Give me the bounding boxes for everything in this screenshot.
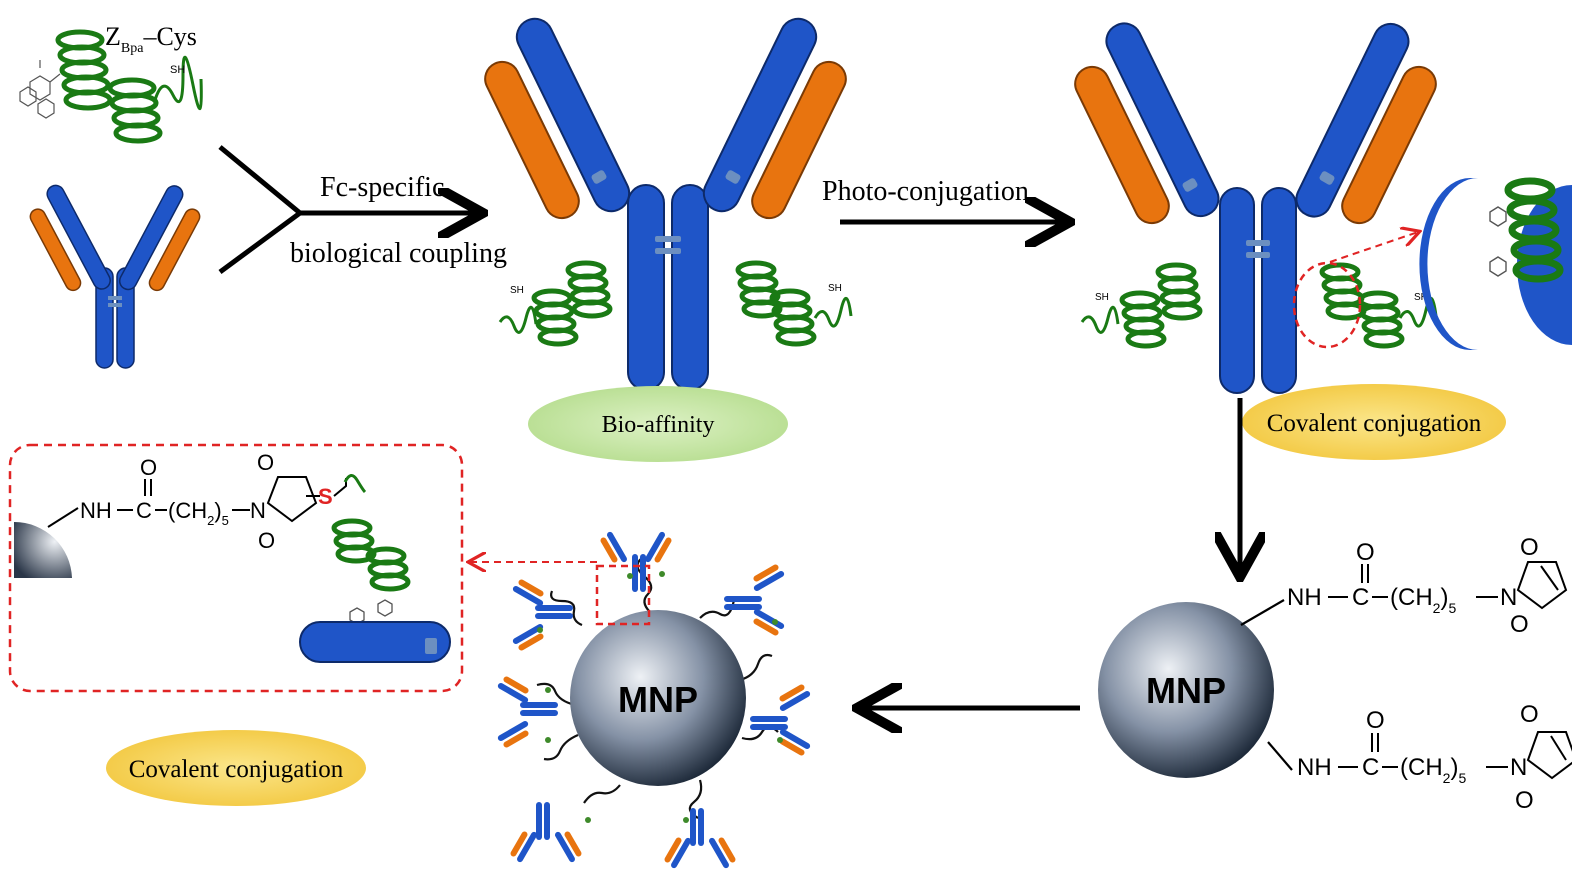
merge-arrow [218, 145, 478, 275]
svg-text:(CH2)5: (CH2)5 [168, 498, 229, 528]
tether-lower [1267, 741, 1293, 771]
z-covalent-right [1319, 262, 1438, 349]
covalent-top-label: Covalent conjugation [1267, 410, 1482, 437]
svg-text:C: C [1352, 584, 1369, 611]
svg-text:NH: NH [80, 498, 112, 523]
mini-antibody [664, 808, 736, 869]
svg-text:S: S [318, 484, 333, 509]
z-covalent-left-sh: SH [1095, 292, 1109, 303]
zoom-pointer-top [1329, 232, 1418, 263]
svg-text:(CH2)5: (CH2)5 [1400, 754, 1466, 786]
mini-antibody [497, 676, 558, 748]
tether-upper [1240, 599, 1285, 626]
covalent-bottom-label: Covalent conjugation [129, 756, 344, 783]
covalent-top-ellipse [1242, 384, 1506, 460]
z-covalent-right-sh: SH [1414, 292, 1428, 303]
mini-antibody [510, 802, 582, 863]
mnp-right-label: MNP [1146, 670, 1226, 711]
bio-affinity-ellipse [528, 386, 788, 462]
svg-text:C: C [1362, 754, 1379, 781]
mini-antibody [512, 579, 573, 651]
mnp-center [570, 610, 746, 786]
zbpa-cys-protein [19, 29, 203, 144]
svg-text:C: C [136, 498, 152, 523]
svg-text:O: O [140, 455, 157, 480]
svg-text:N: N [1500, 584, 1517, 611]
zbpa-cys-title: ZBpa–Cys [105, 22, 197, 56]
svg-text:O: O [258, 528, 275, 553]
svg-text:O: O [1356, 539, 1375, 566]
zoom-inset-box [8, 443, 464, 693]
svg-text:NH: NH [1297, 754, 1332, 781]
mini-antibody [750, 684, 811, 756]
covalent-bottom-ellipse [106, 730, 366, 806]
svg-text:O: O [1510, 611, 1529, 638]
z-right-sh: SH [828, 283, 842, 294]
svg-text:N: N [1510, 754, 1527, 781]
antibody-small [29, 184, 201, 369]
inset-bpa-rings [349, 599, 393, 625]
zoom-inset-top [1419, 177, 1572, 350]
inset-z-protein [331, 474, 411, 592]
biological-coupling-label: biological coupling [290, 238, 507, 269]
photo-conjugation-label: Photo-conjugation [822, 176, 1029, 207]
fc-specific-label: Fc-specific [320, 172, 444, 203]
svg-text:O: O [257, 450, 274, 475]
mini-antibody-group [497, 531, 811, 869]
svg-text:(CH2)5: (CH2)5 [1390, 584, 1456, 616]
z-protein-right [735, 260, 853, 347]
linker-upper: NH C O (CH2)5 N O O [1287, 534, 1568, 638]
inset-tether [47, 507, 79, 528]
linker-lower: NH C O (CH2)5 N O O [1297, 701, 1572, 814]
mnp-center-label: MNP [618, 679, 698, 720]
mnp-functionalized [1098, 602, 1274, 778]
bio-affinity-label: Bio-affinity [602, 412, 715, 438]
antibody-bio-affinity [484, 17, 847, 391]
z-protein-left [498, 260, 613, 347]
svg-text:O: O [1515, 787, 1534, 814]
svg-text:O: O [1520, 701, 1539, 728]
mini-antibody [724, 564, 785, 636]
highlight-circle [1292, 261, 1362, 349]
svg-text:N: N [250, 498, 266, 523]
inset-antibody-arm [299, 621, 451, 663]
antibody-covalent [1074, 22, 1437, 394]
zbpa-sh-label: SH [170, 64, 185, 76]
svg-text:O: O [1520, 534, 1539, 561]
center-highlight-box [595, 564, 651, 626]
svg-text:NH: NH [1287, 584, 1322, 611]
z-left-sh: SH [510, 285, 524, 296]
inset-linker: NH C O (CH2)5 N O O S [80, 450, 347, 553]
svg-text:O: O [1366, 707, 1385, 734]
inset-mnp-cap [14, 522, 72, 578]
mini-antibody [600, 531, 672, 592]
z-covalent-left [1080, 262, 1203, 349]
